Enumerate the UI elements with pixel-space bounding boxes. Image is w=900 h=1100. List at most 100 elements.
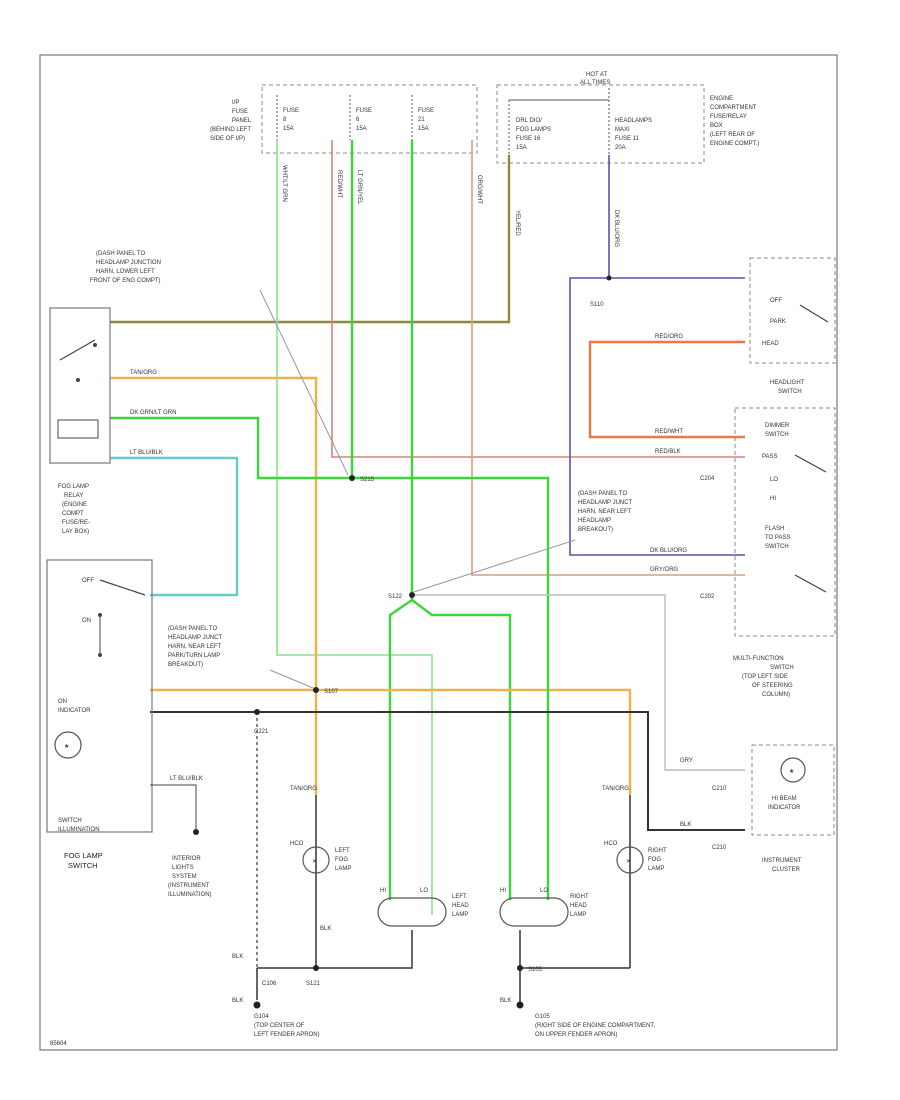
interior-1: LIGHTS bbox=[172, 865, 194, 871]
wire-lt-blu: LT BLU/BLK bbox=[110, 450, 239, 597]
hl-switch-label-0: HEADLIGHT bbox=[770, 380, 805, 386]
ground-blk-right: BLK bbox=[500, 998, 511, 1004]
instrument-cluster: ★ HI BEAM INDICATOR C210 C210 INSTRUMENT… bbox=[712, 744, 835, 873]
g105-0: G105 bbox=[535, 1014, 550, 1020]
engine-fuse11-name: HEADLAMPS bbox=[615, 118, 652, 124]
ip-fuse-label-2: PANEL bbox=[232, 118, 252, 124]
engine-fuse11-num: FUSE 11 bbox=[615, 136, 640, 142]
mf-dimmer-0: DIMMER bbox=[765, 423, 790, 429]
splice-s105-dot bbox=[517, 965, 523, 971]
engine-fuse11-sub: MAXI bbox=[615, 127, 630, 133]
engine-box-label-3: BOX bbox=[710, 123, 723, 129]
cluster-c210b: C210 bbox=[712, 845, 727, 851]
note1-3: FRONT OF ENG COMPT) bbox=[90, 278, 161, 284]
splice-s215: S215 bbox=[360, 477, 375, 483]
engine-fuse11-amps: 20A bbox=[615, 145, 626, 151]
right-fog-wire-tan: TAN/ORG bbox=[602, 786, 629, 792]
left-head-1: HEAD bbox=[452, 903, 469, 909]
interior-2: SYSTEM bbox=[172, 874, 197, 880]
mf-wire-gry-org: GRY/ORG bbox=[650, 567, 679, 573]
mf-label-1: SWITCH bbox=[770, 665, 794, 671]
ground-g105: G105 (RIGHT SIDE OF ENGINE COMPARTMENT, … bbox=[516, 1001, 655, 1038]
right-head-lamp: HI LO RIGHT HEAD LAMP bbox=[499, 888, 589, 927]
splice-s110: S110 bbox=[590, 302, 604, 308]
cluster-c210: C210 bbox=[712, 786, 727, 792]
hot-at-1: ALL TIMES bbox=[580, 80, 610, 86]
ip-fuse-label-4: SIDE OF I/P) bbox=[210, 136, 245, 142]
wire-gry: GRY bbox=[412, 594, 745, 771]
fuse-8-num: 8 bbox=[283, 117, 287, 123]
mf-label-3: OF STEERING bbox=[752, 683, 793, 689]
wire-blk: BLK bbox=[150, 711, 745, 968]
relay-label-0: FOG LAMP bbox=[58, 484, 89, 490]
fog-switch-indicator-0: ON bbox=[58, 699, 67, 705]
fog-switch-indicator-1: INDICATOR bbox=[58, 708, 91, 714]
fog-switch-label-0: FOG LAMP bbox=[64, 851, 103, 860]
svg-text:✕: ✕ bbox=[626, 859, 631, 865]
svg-text:★: ★ bbox=[789, 768, 794, 775]
interior-3: (INSTRUMENT bbox=[168, 883, 210, 889]
mf-pass: PASS bbox=[762, 454, 778, 460]
fuse-6-name: FUSE bbox=[356, 108, 372, 114]
note3-4: BREAKOUT) bbox=[168, 662, 203, 668]
hot-at-0: HOT AT bbox=[586, 72, 607, 78]
mf-c204: C204 bbox=[700, 476, 715, 482]
wire-red-wht: RED/WHT bbox=[331, 140, 745, 458]
note2-3: HEADLAMP bbox=[578, 518, 611, 524]
splice-s122: S122 bbox=[388, 594, 403, 600]
wire-wht-lgn: WHT/LT GRN bbox=[276, 140, 433, 915]
note2-1: HEADLAMP JUNCT bbox=[578, 500, 633, 506]
fuse-21: FUSE 21 15A bbox=[411, 95, 434, 140]
mf-wire-red-blk: RED/BLK bbox=[655, 449, 681, 455]
relay-label-2: (ENGINE bbox=[62, 502, 87, 508]
ground-g104: G104 (TOP CENTER OF LEFT FENDER APRON) bbox=[253, 1001, 320, 1038]
interior-0: INTERIOR bbox=[172, 856, 201, 862]
fog-switch-illum-0: SWITCH bbox=[58, 818, 82, 824]
left-head-lo: LO bbox=[420, 888, 428, 894]
wire-yel-red: YEL/RED bbox=[110, 155, 520, 324]
wire-label-lt-blu-2: LT BLU/BLK bbox=[170, 776, 203, 782]
fog-switch-on: ON bbox=[82, 618, 91, 624]
wire-red-org: RED/ORG bbox=[588, 334, 745, 439]
g105-1: (RIGHT SIDE OF ENGINE COMPARTMENT, bbox=[535, 1023, 655, 1029]
left-fog-wire-tan: TAN/ORG bbox=[290, 786, 317, 792]
note3-0: (DASH PANEL TO bbox=[168, 626, 217, 632]
cluster-hibeam-0: HI BEAM bbox=[772, 796, 797, 802]
mf-wire-red-wht: RED/WHT bbox=[655, 429, 683, 435]
splice-s122-dot bbox=[409, 592, 415, 598]
engine-box-label-1: COMPARTMENT bbox=[710, 105, 757, 111]
ip-fuse-panel: I/P FUSE PANEL (BEHIND LEFT SIDE OF I/P)… bbox=[210, 84, 478, 154]
cluster-label-0: INSTRUMENT bbox=[762, 858, 802, 864]
left-head-2: LAMP bbox=[452, 912, 468, 918]
note1-1: HEADLAMP JUNCTION bbox=[96, 260, 161, 266]
engine-box-label-4: (LEFT REAR OF bbox=[710, 132, 755, 138]
wire-label-org-wht: ORG/WHT bbox=[476, 175, 482, 204]
engine-box-label-5: ENGINE COMPT.) bbox=[710, 141, 759, 147]
fuse-6-num: 6 bbox=[356, 117, 360, 123]
left-fog-1: FOG bbox=[335, 857, 348, 863]
splice-s107: S107 bbox=[324, 689, 339, 695]
interior-4: ILLUMINATION) bbox=[168, 892, 212, 898]
wire-label-dk-grn: DK GRN/LT GRN bbox=[130, 410, 176, 416]
engine-fuse16-name: DRL DIO/ bbox=[516, 118, 542, 124]
ip-fuse-label-3: (BEHIND LEFT bbox=[210, 127, 251, 133]
note1-2: HARN, LOWER LEFT bbox=[96, 269, 155, 275]
headlight-switch: OFF PARK HEAD HEADLIGHT SWITCH bbox=[749, 257, 836, 395]
right-fog-hco: HCO bbox=[604, 841, 618, 847]
left-fog-lamp: ✕ HCO LEFT FOG LAMP TAN/ORG bbox=[290, 786, 351, 874]
relay-label-5: LAY BOX) bbox=[62, 529, 89, 535]
ground-blk-left-2: BLK bbox=[232, 998, 243, 1004]
mf-label-4: COLUMN) bbox=[762, 692, 790, 698]
wire-label-blk: BLK bbox=[680, 822, 691, 828]
left-head-lamp: HI LO LEFT HEAD LAMP bbox=[377, 888, 469, 927]
left-fog-hco: HCO bbox=[290, 841, 304, 847]
splice-c106: C106 bbox=[262, 981, 277, 987]
left-fog-2: LAMP bbox=[335, 866, 351, 872]
cluster-hibeam-1: INDICATOR bbox=[768, 805, 801, 811]
diagram-frame bbox=[39, 54, 838, 1051]
wire-label-lgn-yel: LT GRN/YEL bbox=[356, 170, 362, 205]
wire-label-lt-blu: LT BLU/BLK bbox=[130, 450, 163, 456]
note2-0: (DASH PANEL TO bbox=[578, 491, 627, 497]
engine-fuse16-amps: 15A bbox=[516, 145, 527, 151]
right-head-lo: LO bbox=[540, 888, 548, 894]
